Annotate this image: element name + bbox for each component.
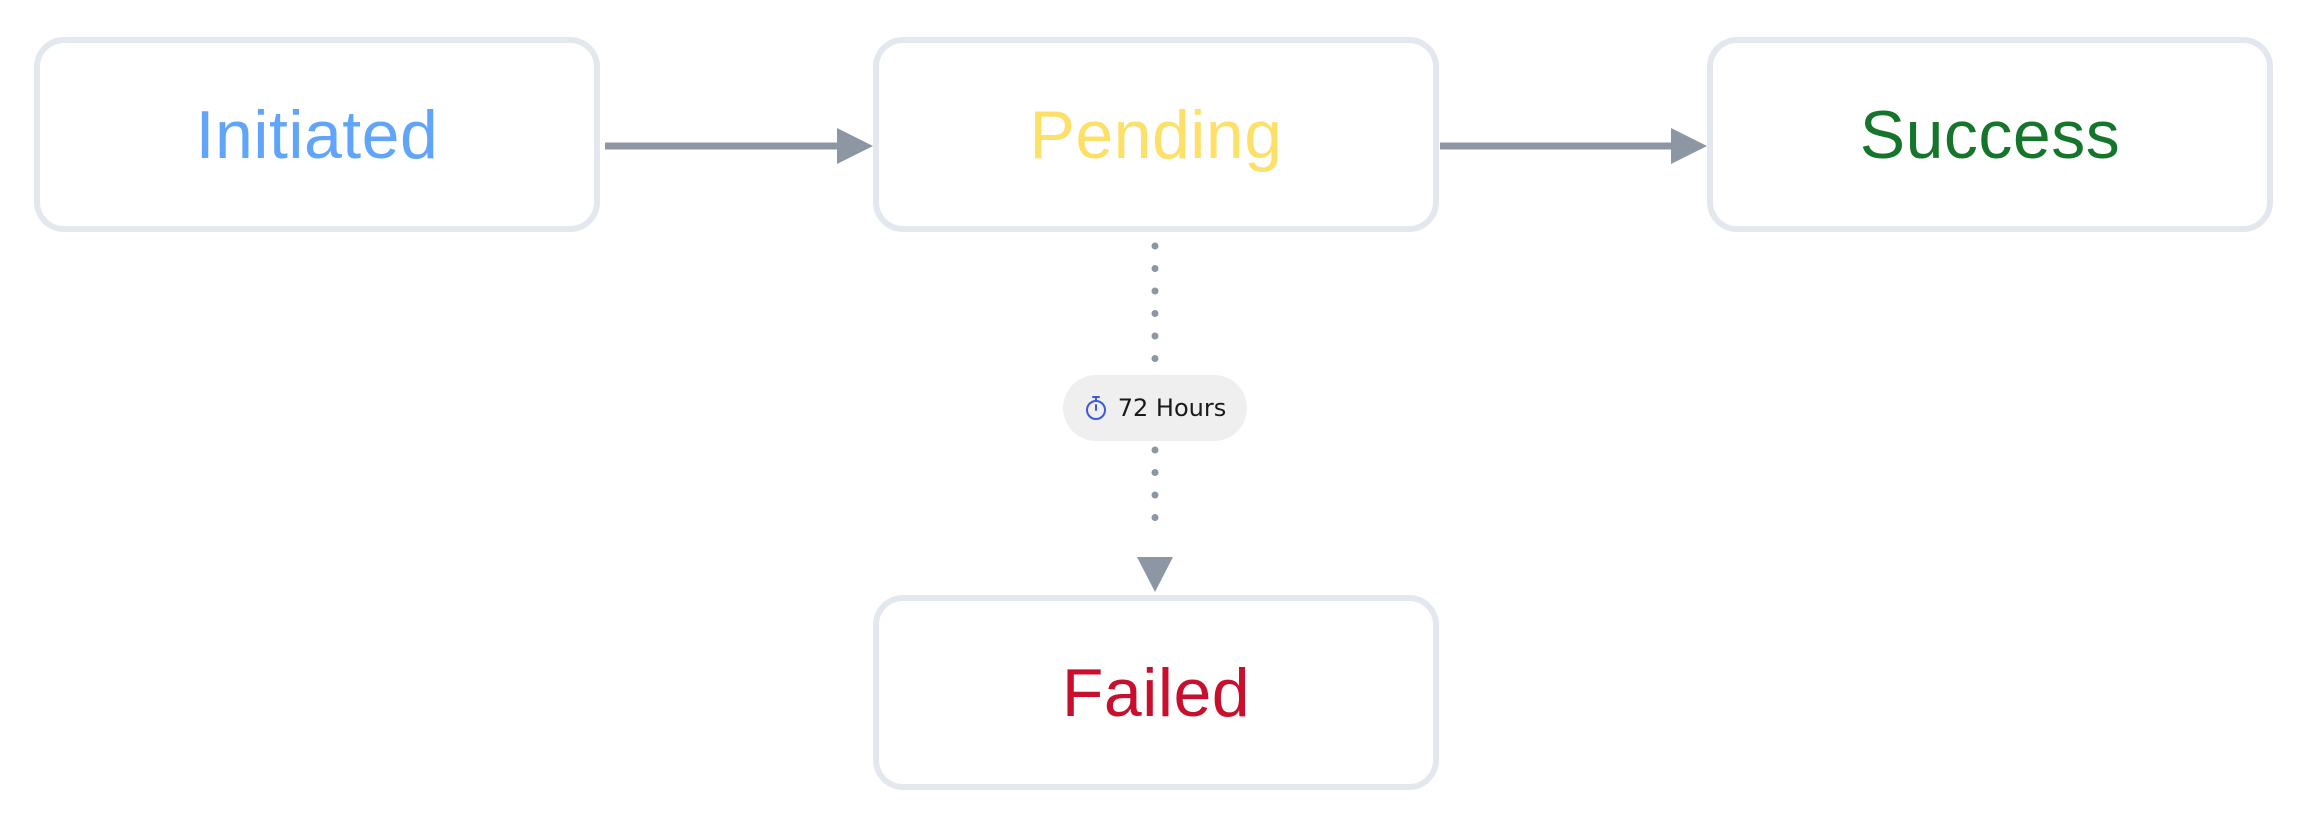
state-pending-label: Pending (1029, 96, 1283, 173)
state-initiated[interactable]: Initiated (34, 37, 600, 232)
arrowhead-pending-to-failed (1137, 557, 1173, 592)
state-success[interactable]: Success (1707, 37, 2273, 232)
state-initiated-label: Initiated (195, 96, 439, 173)
timeout-label: 72 Hours (1117, 394, 1227, 422)
state-success-label: Success (1859, 96, 2121, 173)
state-failed[interactable]: Failed (873, 595, 1439, 790)
state-failed-label: Failed (1061, 654, 1251, 731)
state-pending[interactable]: Pending (873, 37, 1439, 232)
stopwatch-icon (1085, 396, 1106, 420)
arrowhead-initiated-to-pending (837, 128, 873, 164)
arrowhead-pending-to-success (1671, 128, 1707, 164)
timeout-badge: 72 Hours (1063, 375, 1247, 441)
